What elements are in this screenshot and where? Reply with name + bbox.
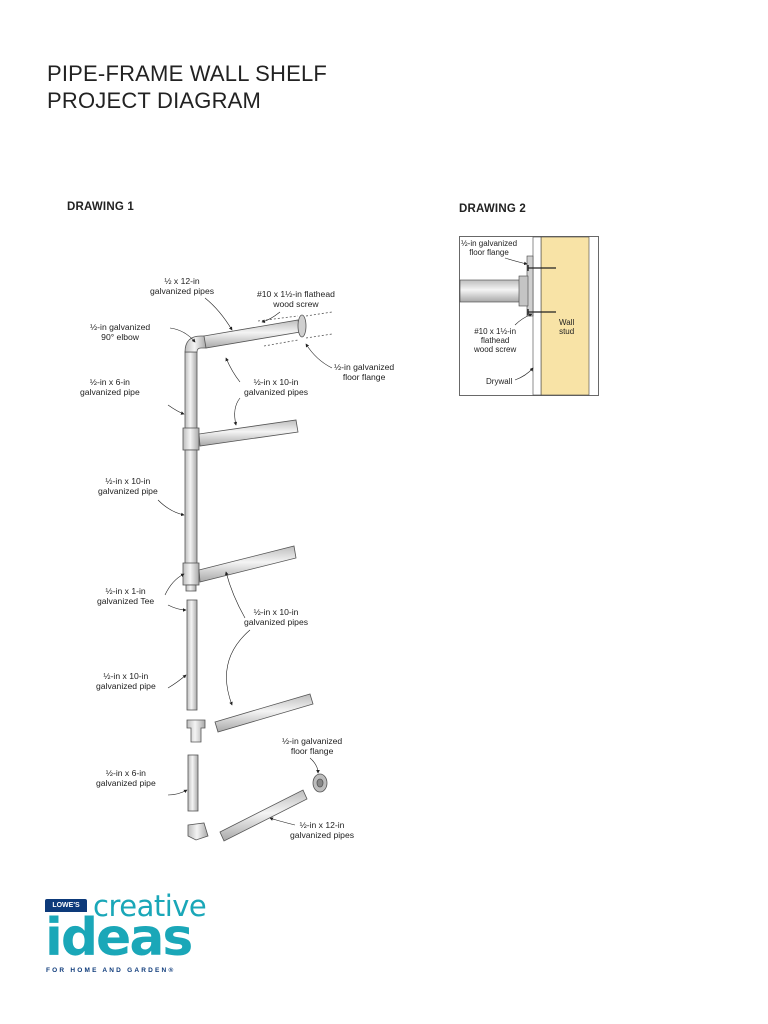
logo-ideas: ideas: [45, 908, 193, 968]
wall-stud: [540, 236, 590, 396]
detail-flange-collar: [518, 275, 529, 307]
elbow-90: [184, 335, 207, 353]
pipe-10in-1: [198, 419, 299, 447]
tee-exploded: [186, 719, 206, 743]
detail-pipe: [459, 279, 523, 303]
pipe-12in-top: [203, 319, 301, 349]
logo-badge: LOWE'S: [45, 899, 87, 912]
pipe-10in-horizontal-exploded: [214, 693, 314, 733]
tee-2: [182, 562, 200, 586]
pipe-10in-exploded: [186, 599, 198, 711]
drawing-1-label: DRAWING 1: [67, 201, 134, 213]
screw-line-2: [263, 339, 299, 347]
drawing-2-detail: [459, 236, 599, 396]
title-line-1: PIPE-FRAME WALL SHELF: [47, 61, 328, 86]
logo-creative: creative: [93, 889, 207, 923]
elbow-exploded: [187, 822, 209, 841]
screw-line-1: [257, 315, 299, 322]
assembled-frame: [182, 311, 333, 592]
leader-lines: [157, 297, 333, 826]
title-line-2: PROJECT DIAGRAM: [47, 88, 262, 113]
logo-tagline: FOR HOME AND GARDEN®: [46, 967, 176, 974]
tee-1: [182, 427, 200, 451]
pipe-10in-2: [198, 545, 297, 583]
drywall: [532, 236, 542, 396]
exploded-parts: [186, 599, 328, 842]
pipe-6in-top: [184, 351, 198, 431]
pipe-10in-vertical: [184, 449, 198, 566]
page-title: PIPE-FRAME WALL SHELF PROJECT DIAGRAM: [47, 60, 327, 114]
pipe-6in-exploded: [187, 754, 199, 812]
d2-callout-drywall: Drywall: [486, 377, 513, 386]
drawing-2-label: DRAWING 2: [459, 203, 526, 215]
pipe-12in-exploded: [219, 789, 308, 842]
flange-top: [297, 314, 307, 338]
